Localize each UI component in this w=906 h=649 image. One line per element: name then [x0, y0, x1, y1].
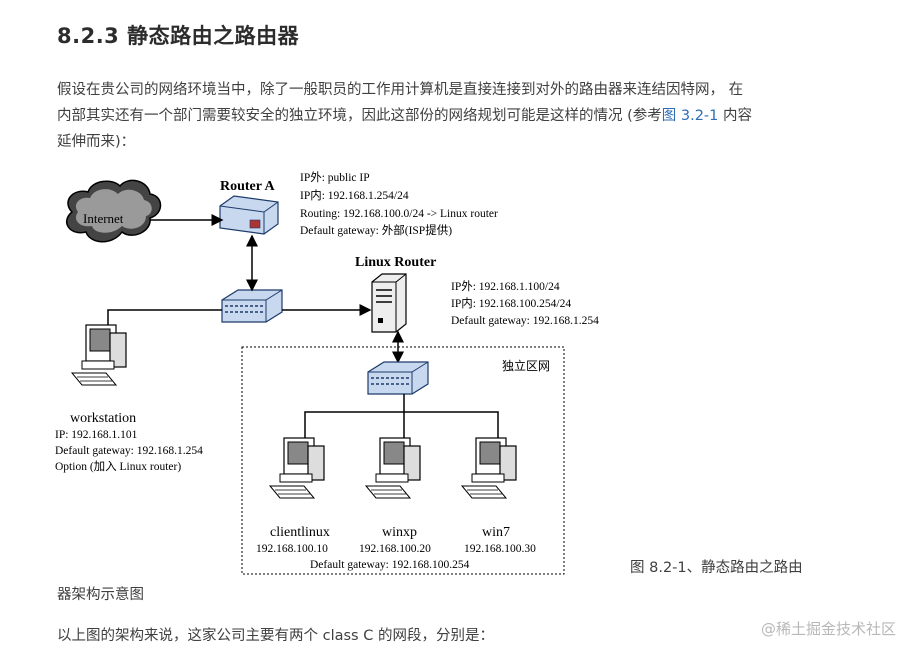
figure-caption: 图 8.2-1、静态路由之路由: [630, 560, 803, 576]
client-ip: 192.168.100.30: [464, 543, 536, 555]
router-a-line: Routing: 192.168.100.0/24 -> Linux route…: [300, 208, 498, 220]
router-a-line: Default gateway: 外部(ISP提供): [300, 223, 452, 237]
workstation-line: IP: 192.168.1.101: [55, 429, 138, 441]
router-a-icon: [219, 195, 279, 235]
page-title: 8.2.3 静态路由之路由器: [57, 24, 300, 48]
intro-paragraph: 假设在贵公司的网络环境当中，除了一般职员的工作用计算机是直接连接到对外的路由器来…: [57, 77, 847, 155]
workstation-name: workstation: [70, 411, 136, 426]
client-ip: 192.168.100.20: [359, 543, 431, 555]
linux-router-line: Default gateway: 192.168.1.254: [451, 315, 599, 327]
workstation-link: [107, 309, 222, 325]
isolated-switch-icon: [367, 361, 429, 395]
intro-line-1: 假设在贵公司的网络环境当中，除了一般职员的工作用计算机是直接连接到对外的路由器来…: [57, 82, 744, 98]
winxp-pc-icon: [365, 437, 421, 499]
client-labels: clientlinux winxp win7 192.168.100.10 19…: [256, 525, 536, 571]
workstation-info: IP: 192.168.1.101 Default gateway: 192.1…: [55, 429, 203, 473]
intro-line-2-text: 内部其实还有一个部门需要较安全的独立环境，因此这部份的网络规划可能是这样的情况 …: [57, 108, 662, 124]
workstation-pc-icon: [71, 324, 127, 386]
linux-router-title: Linux Router: [355, 255, 436, 270]
figure-link[interactable]: 图 3.2-1: [661, 108, 719, 124]
router-a-line: IP外: public IP: [300, 171, 370, 184]
router-a-line: IP内: 192.168.1.254/24: [300, 188, 409, 202]
internet-cloud-icon: Internet: [66, 179, 162, 243]
outro-paragraph: 以上图的架构来说，这家公司主要有两个 class C 的网段，分别是：: [57, 628, 494, 644]
figure-caption-continued: 器架构示意图: [57, 587, 144, 603]
client-ip: 192.168.100.10: [256, 543, 328, 555]
intro-line-2: 内部其实还有一个部门需要较安全的独立环境，因此这部份的网络规划可能是这样的情况 …: [57, 103, 847, 129]
client-name: clientlinux: [270, 525, 330, 540]
clientlinux-pc-icon: [269, 437, 325, 499]
client-name: win7: [482, 525, 510, 540]
client-name: winxp: [382, 525, 417, 540]
main-switch-icon: [221, 289, 283, 323]
isolated-network-label: 独立区网: [502, 358, 550, 373]
router-a-info: IP外: public IP IP内: 192.168.1.254/24 Rou…: [300, 171, 498, 237]
linux-router-line: IP外: 192.168.1.100/24: [451, 280, 560, 293]
win7-pc-icon: [461, 437, 517, 499]
linux-router-line: IP内: 192.168.100.254/24: [451, 296, 571, 310]
client-bus-link: [304, 411, 499, 438]
linux-router-server-icon: [371, 273, 407, 333]
router-a-title: Router A: [220, 179, 275, 194]
internet-label: Internet: [83, 211, 124, 226]
workstation-line: Option (加入 Linux router): [55, 460, 181, 473]
workstation-line: Default gateway: 192.168.1.254: [55, 445, 203, 457]
linux-router-info: IP外: 192.168.1.100/24 IP内: 192.168.100.2…: [451, 280, 599, 327]
intro-line-2-tail: 内容: [718, 108, 753, 124]
watermark: @稀土掘金技术社区: [760, 620, 896, 638]
intro-line-3: 延伸而来)：: [57, 134, 136, 150]
client-gateway: Default gateway: 192.168.100.254: [310, 559, 470, 571]
